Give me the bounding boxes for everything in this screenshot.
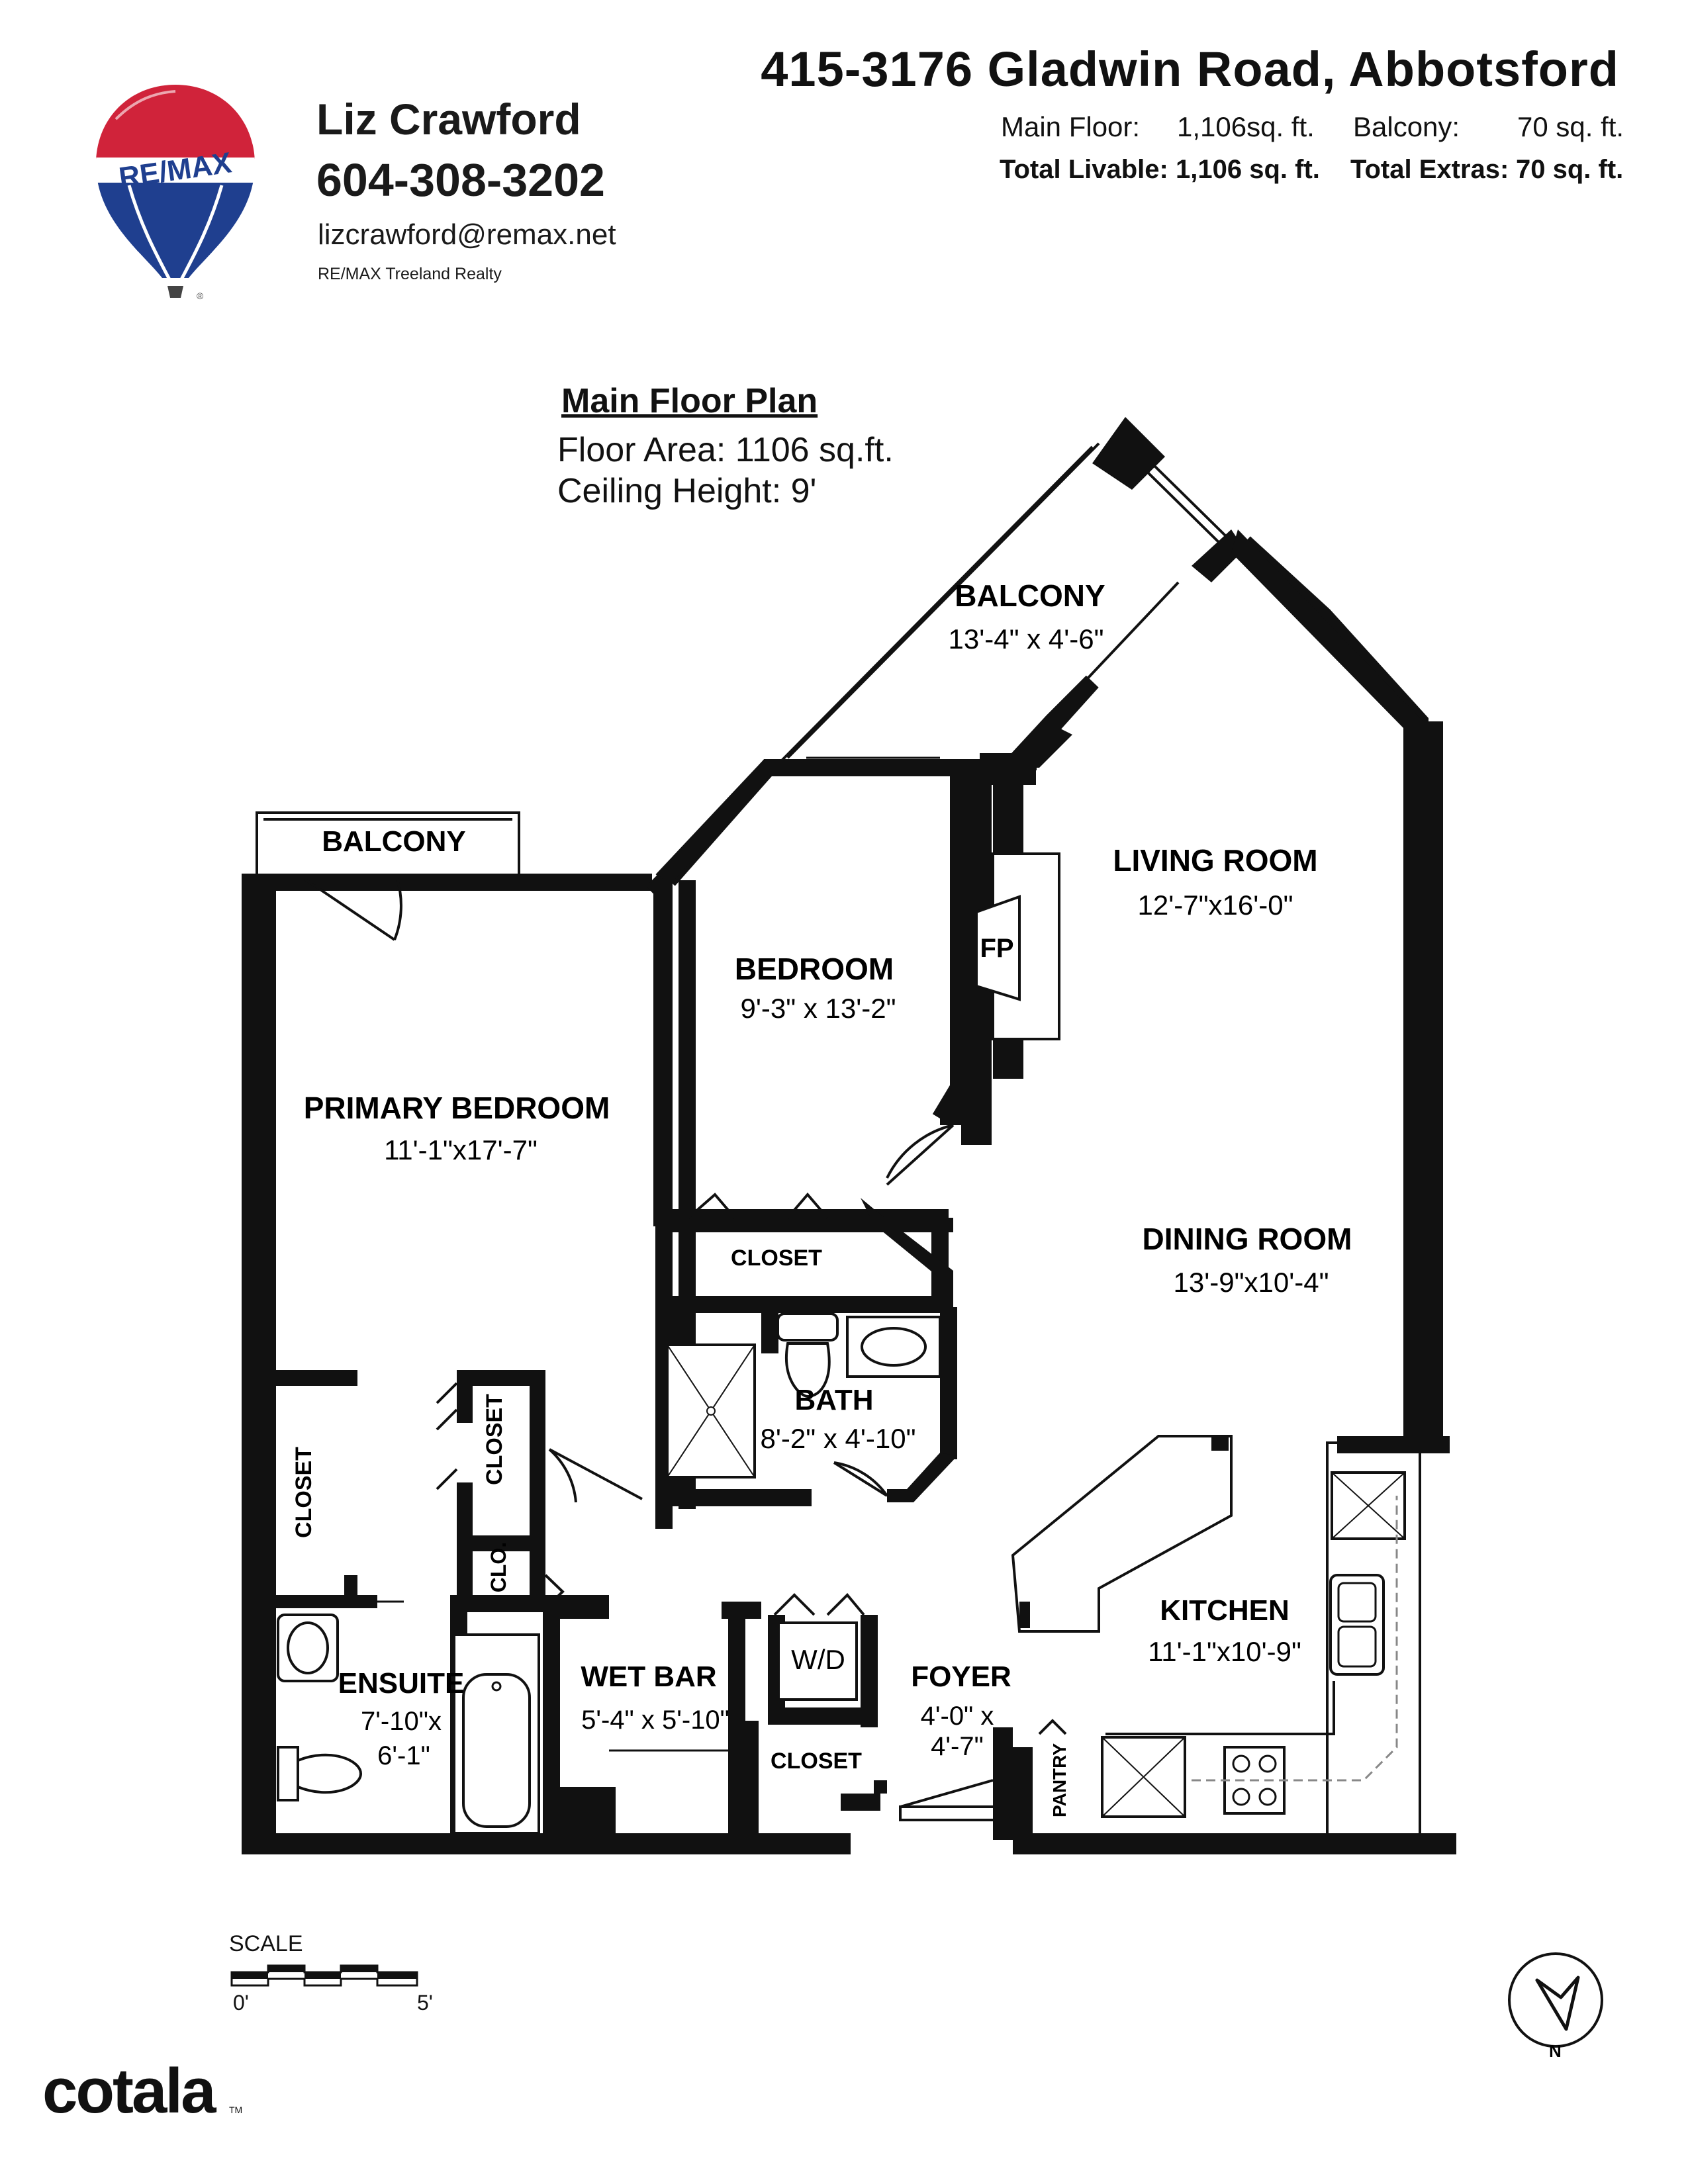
dining-room-dims: 13'-9"x10'-4": [1174, 1267, 1329, 1298]
closet-vertical-label: CLOSET: [482, 1394, 507, 1485]
scale-label: SCALE: [229, 1931, 303, 1956]
bedroom-dims: 9'-3" x 13'-2": [741, 993, 896, 1024]
kitchen-name: KITCHEN: [1160, 1594, 1289, 1627]
closet-bedroom-label: CLOSET: [731, 1246, 822, 1271]
ensuite-dims-line2: 6'-1": [377, 1741, 430, 1770]
bath-fixtures: [662, 1307, 957, 1506]
compass-north-label: N: [1549, 2041, 1562, 2061]
cotala-tm: TM: [229, 2105, 243, 2115]
kitchen-dims: 11'-1"x10'-9": [1148, 1636, 1301, 1667]
primary-bedroom-name: PRIMARY BEDROOM: [304, 1091, 610, 1125]
foyer-dims-line2: 4'-7": [931, 1732, 984, 1761]
agent-name: Liz Crawford: [316, 95, 581, 144]
ensuite-dims-line1: 7'-10"x: [361, 1707, 442, 1736]
balcony-label: Balcony:: [1353, 111, 1460, 142]
bath-name: BATH: [795, 1384, 874, 1416]
svg-text:®: ®: [197, 291, 204, 301]
kitchen-counters: [1101, 1441, 1421, 1848]
compass-icon: N: [1508, 1952, 1603, 2061]
wall-corner: [1192, 529, 1244, 582]
bath-dims: 8'-2" x 4'-10": [761, 1423, 916, 1454]
balcony-left-name: BALCONY: [322, 825, 466, 858]
scale-bar: [230, 1964, 418, 1987]
total-extras-label: Total Extras:: [1350, 155, 1509, 184]
pantry-label: PANTRY: [1049, 1743, 1070, 1817]
balcony-value: 70 sq. ft.: [1517, 111, 1624, 142]
cotala-brand-logo: cotala: [42, 2056, 216, 2126]
agent-phone: 604-308-3202: [316, 154, 605, 206]
dining-room-name: DINING ROOM: [1143, 1222, 1352, 1256]
balcony-upper-name: BALCONY: [955, 578, 1105, 613]
property-address: 415-3176 Gladwin Road, Abbotsford: [761, 42, 1619, 97]
plan-ceiling-height: Ceiling Height: 9': [557, 472, 817, 510]
foyer-dims-line1: 4'-0" x: [921, 1702, 994, 1731]
fireplace-label: FP: [980, 934, 1013, 963]
main-floor-label: Main Floor:: [1001, 111, 1141, 142]
total-livable-value: 1,106 sq. ft.: [1176, 155, 1320, 184]
balcony-upper-dims: 13'-4" x 4'-6": [949, 623, 1104, 655]
wetbar-wd-foyer: [543, 1593, 1067, 1840]
remax-balloon-logo: RE/MAX ®: [96, 85, 255, 301]
closet-left-label: CLOSET: [291, 1447, 316, 1538]
scale-end-label: 5': [417, 1991, 433, 2015]
plan-title: Main Floor Plan: [561, 382, 818, 420]
foyer-name: FOYER: [911, 1661, 1011, 1693]
scale-start-label: 0': [233, 1991, 249, 2015]
living-room-dims: 12'-7"x16'-0": [1138, 889, 1293, 921]
wet-bar-name: WET BAR: [581, 1661, 716, 1693]
kitchen-island: [1011, 1435, 1233, 1633]
bedroom-name: BEDROOM: [735, 952, 894, 986]
clo-label: CLO.: [487, 1542, 510, 1592]
ensuite-name: ENSUITE: [338, 1667, 465, 1700]
wd-label: W/D: [791, 1644, 845, 1675]
wet-bar-dims: 5'-4" x 5'-10": [581, 1706, 729, 1735]
balcony-pillar: [1092, 417, 1165, 490]
total-extras-value: 70 sq. ft.: [1516, 155, 1624, 184]
left-balcony-outline: [256, 811, 520, 883]
agent-office: RE/MAX Treeland Realty: [318, 265, 502, 283]
living-room-name: LIVING ROOM: [1113, 843, 1317, 878]
primary-bedroom-dims: 11'-1"x17'-7": [384, 1134, 538, 1165]
total-livable-label: Total Livable:: [1000, 155, 1168, 184]
closet-foyer-label: CLOSET: [771, 1749, 862, 1774]
plan-floor-area: Floor Area: 1106 sq.ft.: [557, 431, 894, 469]
main-floor-value: 1,106sq. ft.: [1177, 111, 1315, 142]
agent-email: lizcrawford@remax.net: [318, 218, 616, 251]
fireplace-block: [961, 768, 1060, 1145]
